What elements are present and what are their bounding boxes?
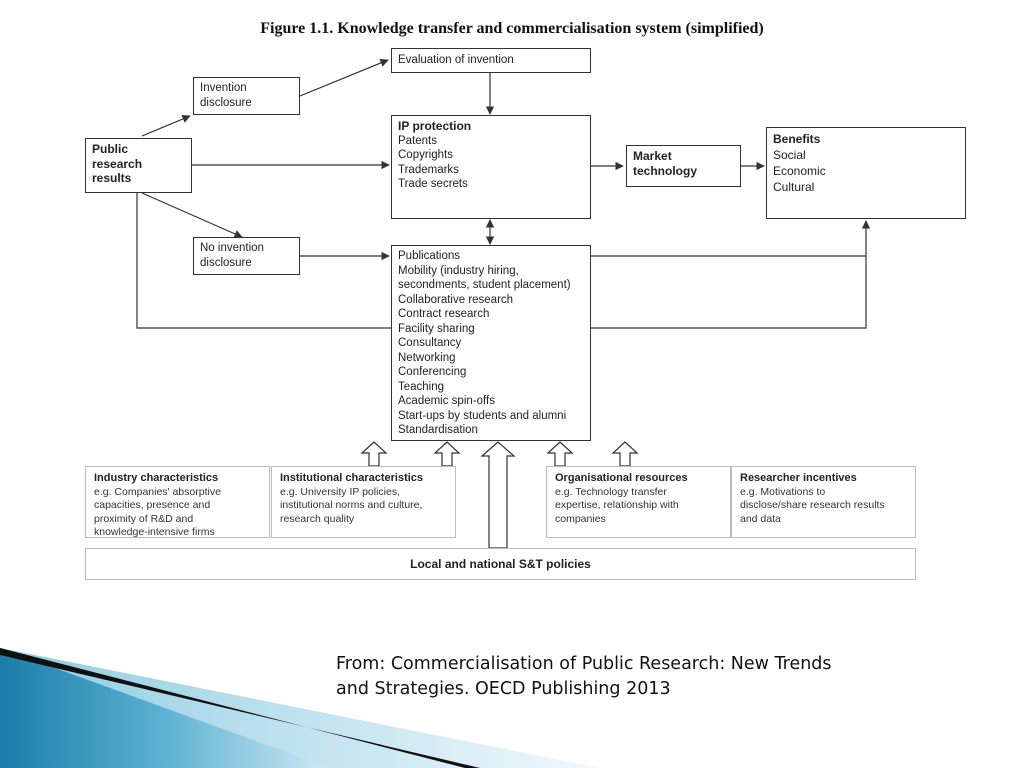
invention-disclosure-box: Invention disclosure: [193, 77, 300, 115]
public-research-line: Public: [92, 142, 129, 156]
channel-item: Academic spin-offs: [398, 395, 495, 407]
factor-line: knowledge-intensive firms: [94, 526, 215, 538]
arrow-channels-to-benefits: [591, 220, 871, 257]
benefits-item: Economic: [773, 164, 826, 178]
evaluation-box: Evaluation of invention: [391, 48, 591, 73]
factor-heading: Organisational resources: [555, 472, 688, 484]
factor-institutional-box: Institutional characteristics e.g. Unive…: [271, 466, 456, 538]
public-research-line: results: [92, 171, 132, 185]
hollow-arrow-policy: [480, 441, 516, 549]
factor-organisational-box: Organisational resources e.g. Technology…: [546, 466, 731, 538]
no-invention-disclosure-line: disclosure: [200, 256, 252, 269]
factor-line: capacities, presence and: [94, 499, 211, 511]
channel-item: Collaborative research: [398, 293, 514, 306]
ip-protection-box: IP protection Patents Copyrights Tradema…: [391, 115, 591, 219]
ip-protection-heading: IP protection: [398, 119, 472, 133]
market-technology-line: Market: [633, 149, 672, 163]
no-invention-disclosure-box: No invention disclosure: [193, 237, 300, 275]
ip-protection-item: Copyrights: [398, 149, 453, 161]
factor-line: and data: [740, 512, 781, 525]
public-research-line: research: [92, 156, 143, 171]
factor-line: e.g. Motivations to: [740, 485, 826, 498]
factor-line: e.g. University IP policies,: [280, 485, 401, 498]
no-invention-disclosure-line: No invention: [200, 242, 264, 254]
channel-item: Consultancy: [398, 337, 462, 349]
figure-title: Figure 1.1. Knowledge transfer and comme…: [260, 20, 764, 37]
factor-heading: Industry characteristics: [94, 472, 219, 484]
channel-item: Teaching: [398, 380, 445, 393]
factor-line: e.g. Companies' absorptive: [94, 485, 221, 498]
factor-researcher-box: Researcher incentives e.g. Motivations t…: [731, 466, 916, 538]
factor-industry-box: Industry characteristics e.g. Companies'…: [85, 466, 270, 538]
channel-item: Start-ups by students and alumni: [398, 409, 567, 422]
factor-line: disclose/share research results: [740, 499, 885, 511]
factor-line: proximity of R&D and: [94, 512, 194, 525]
factor-line: companies: [555, 512, 606, 525]
benefits-item: Cultural: [773, 180, 815, 194]
channel-item: Networking: [398, 351, 456, 364]
market-technology-line: technology: [633, 163, 698, 178]
channel-item: secondments, student placement): [398, 279, 571, 291]
factor-line: expertise, relationship with: [555, 499, 679, 511]
public-research-box: Public research results: [85, 138, 192, 193]
evaluation-label: Evaluation of invention: [398, 54, 514, 66]
channel-item: Contract research: [398, 308, 490, 320]
benefits-item: Social: [773, 148, 806, 162]
factor-line: institutional norms and culture,: [280, 499, 423, 511]
channel-item: Facility sharing: [398, 322, 475, 335]
market-technology-box: Market technology: [626, 145, 741, 187]
factor-line: research quality: [280, 512, 355, 525]
invention-disclosure-line: Invention: [200, 82, 247, 94]
channel-item: Publications: [398, 250, 461, 262]
arrow-public-to-no-invention: [141, 192, 243, 238]
factor-heading: Researcher incentives: [740, 472, 857, 484]
hollow-arrow-4: [611, 441, 639, 467]
invention-disclosure-line: disclosure: [200, 96, 252, 109]
policy-bar: Local and national S&T policies: [85, 548, 916, 580]
hollow-arrow-2: [433, 441, 461, 467]
channel-item: Standardisation: [398, 424, 478, 436]
ip-protection-item: Trademarks: [398, 163, 459, 176]
hollow-arrow-3: [546, 441, 574, 467]
factor-line: e.g. Technology transfer: [555, 485, 667, 498]
benefits-box: Benefits Social Economic Cultural: [766, 127, 966, 219]
channel-item: Conferencing: [398, 366, 467, 378]
benefits-heading: Benefits: [773, 132, 821, 146]
channel-item: Mobility (industry hiring,: [398, 264, 519, 277]
hollow-arrow-1: [360, 441, 388, 467]
factor-heading: Institutional characteristics: [280, 472, 424, 484]
channels-box: Publications Mobility (industry hiring, …: [391, 245, 591, 441]
arrow-invention-to-evaluation: [299, 58, 389, 97]
ip-protection-item: Trade secrets: [398, 178, 468, 190]
arrow-public-to-invention: [141, 115, 191, 137]
caption-line: and Strategies. OECD Publishing 2013: [336, 679, 671, 699]
source-caption: From: Commercialisation of Public Resear…: [336, 652, 936, 702]
ip-protection-item: Patents: [398, 134, 437, 147]
caption-line: From: Commercialisation of Public Resear…: [336, 654, 832, 674]
